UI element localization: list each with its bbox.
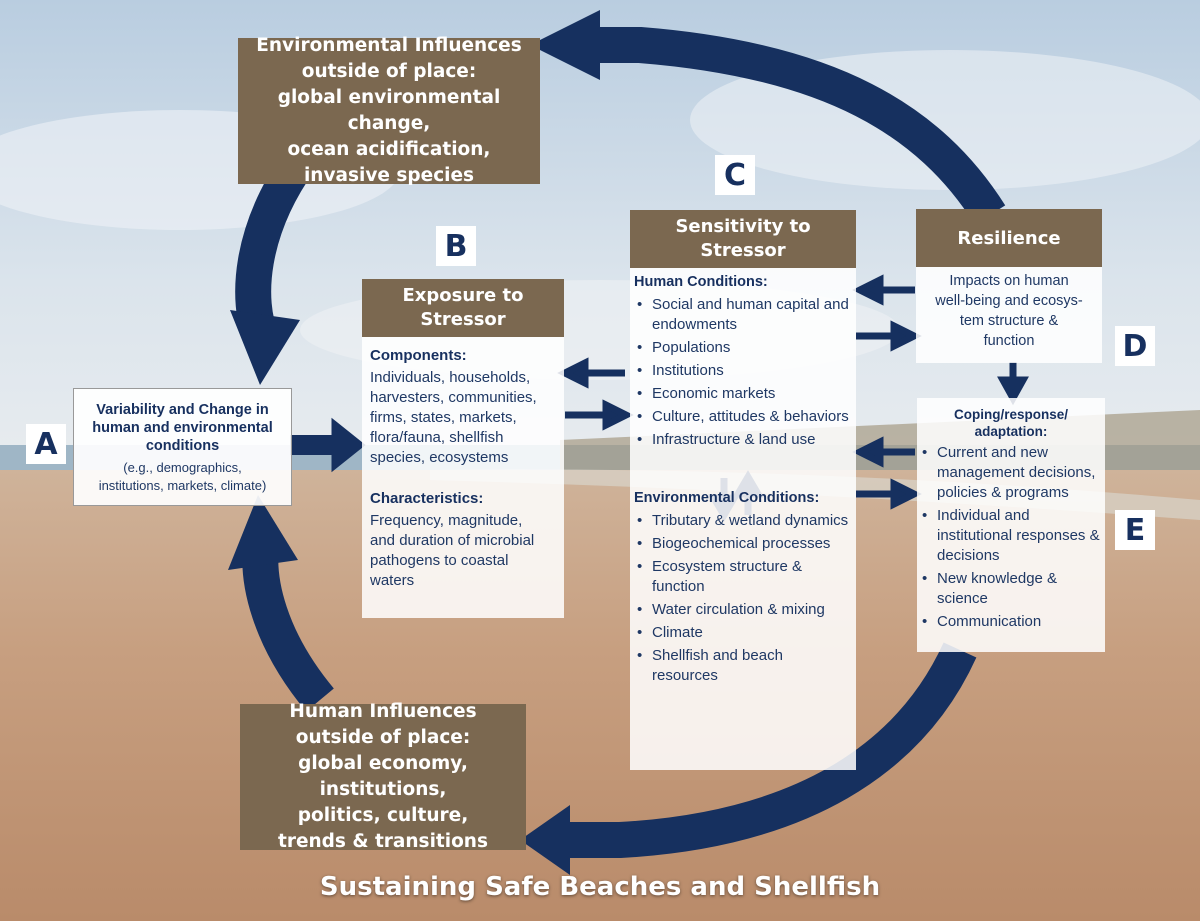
human-conditions-list: Social and human capital and endowments … (634, 295, 852, 450)
label-e: E (1115, 510, 1155, 550)
variability-note-line-1: (e.g., demographics, (123, 460, 242, 475)
footer-title: Sustaining Safe Beaches and Shellfish (319, 872, 881, 902)
list-item: Institutions (634, 361, 852, 381)
variability-note-line-2: institutions, markets, climate) (98, 478, 267, 493)
impacts-text: Impacts on human well-being and ecosys- … (920, 271, 1098, 351)
characteristics-heading: Characteristics: (370, 490, 484, 507)
components-line-5: species, ecosystems (370, 449, 509, 466)
characteristics-line-1: Frequency, magnitude, (370, 512, 523, 529)
sensitivity-body: Human Conditions: Social and human capit… (630, 268, 856, 770)
list-item: Climate (634, 623, 852, 643)
characteristics-line-3: pathogens to coastal (370, 552, 509, 569)
variability-note: (e.g., demographics, institutions, marke… (80, 459, 285, 495)
sensitivity-title-line-1: Sensitivity to (675, 216, 811, 237)
coping-list: Current and new management decisions, po… (919, 443, 1103, 632)
resilience-body: Impacts on human well-being and ecosys- … (916, 267, 1102, 363)
coping-heading-line-2: adaptation: (974, 424, 1048, 439)
list-item: Culture, attitudes & behaviors (634, 407, 852, 427)
human-influences-line-2: outside of place: (295, 727, 471, 748)
components-line-4: flora/fauna, shellfish (370, 429, 504, 446)
impacts-line-2: well-being and ecosys- (935, 293, 1083, 309)
variability-title-line-1: Variability and Change in (96, 402, 269, 418)
env-influences-line-3: global environmental change, (277, 87, 501, 134)
components-line-3: firms, states, markets, (370, 409, 517, 426)
components-line-2: harvesters, communities, (370, 389, 537, 406)
exposure-body: Components: Individuals, households, har… (362, 337, 564, 618)
resilience-title: Resilience (957, 227, 1061, 249)
environmental-influences-box: Environmental Influences outside of plac… (238, 35, 540, 186)
coping-heading: Coping/response/ adaptation: (919, 406, 1103, 440)
variability-title-line-2: human and environmental (92, 420, 273, 436)
label-b: B (436, 226, 476, 266)
impacts-line-3: tem structure & (959, 313, 1059, 329)
label-d: D (1115, 326, 1155, 366)
exposure-title-line-1: Exposure to (402, 285, 524, 306)
exposure-title-line-2: Stressor (420, 309, 506, 330)
list-item: New knowledge & science (919, 569, 1103, 609)
human-influences-box: Human Influences outside of place: globa… (240, 701, 526, 852)
exposure-header: Exposure to Stressor (362, 279, 564, 337)
list-item: Communication (919, 612, 1103, 632)
variability-box: Variability and Change in human and envi… (73, 388, 292, 506)
list-item: Current and new management decisions, po… (919, 443, 1103, 503)
list-item: Tributary & wetland dynamics (634, 511, 852, 531)
list-item: Infrastructure & land use (634, 430, 852, 450)
env-influences-line-1: Environmental Influences (256, 35, 522, 56)
environmental-conditions-list: Tributary & wetland dynamics Biogeochemi… (634, 511, 852, 686)
env-influences-line-4: ocean acidification, (287, 139, 491, 160)
human-influences-line-5: trends & transitions (277, 831, 488, 852)
env-influences-line-5: invasive species (303, 165, 475, 186)
sensitivity-title-line-2: Stressor (700, 240, 786, 261)
coping-heading-line-1: Coping/response/ (953, 407, 1068, 422)
components-heading: Components: (370, 347, 467, 364)
variability-title: Variability and Change in human and envi… (80, 401, 285, 455)
human-influences-line-1: Human Influences (289, 701, 477, 722)
characteristics-line-4: waters (370, 572, 415, 589)
variability-title-line-3: conditions (145, 438, 220, 454)
list-item: Social and human capital and endowments (634, 295, 852, 335)
impacts-line-1: Impacts on human (949, 273, 1069, 289)
components-line-1: Individuals, households, (370, 369, 531, 386)
list-item: Economic markets (634, 384, 852, 404)
human-influences-line-4: politics, culture, (297, 805, 469, 826)
list-item: Shellfish and beach resources (634, 646, 852, 686)
label-a: A (26, 424, 66, 464)
list-item: Ecosystem structure & function (634, 557, 852, 597)
label-c: C (715, 155, 755, 195)
characteristics-text: Frequency, magnitude, and duration of mi… (370, 511, 556, 591)
env-influences-line-2: outside of place: (301, 61, 477, 82)
list-item: Individual and institutional responses &… (919, 506, 1103, 566)
components-text: Individuals, households, harvesters, com… (370, 368, 556, 468)
human-conditions-heading: Human Conditions: (634, 274, 768, 290)
characteristics-line-2: and duration of microbial (370, 532, 535, 549)
list-item: Populations (634, 338, 852, 358)
resilience-header: Resilience (916, 209, 1102, 267)
human-influences-line-3: global economy, institutions, (298, 753, 468, 800)
impacts-line-4: function (983, 333, 1035, 349)
list-item: Water circulation & mixing (634, 600, 852, 620)
coping-box: Coping/response/ adaptation: Current and… (917, 398, 1105, 652)
sensitivity-header: Sensitivity to Stressor (630, 210, 856, 268)
list-item: Biogeochemical processes (634, 534, 852, 554)
environmental-conditions-heading: Environmental Conditions: (634, 490, 820, 506)
